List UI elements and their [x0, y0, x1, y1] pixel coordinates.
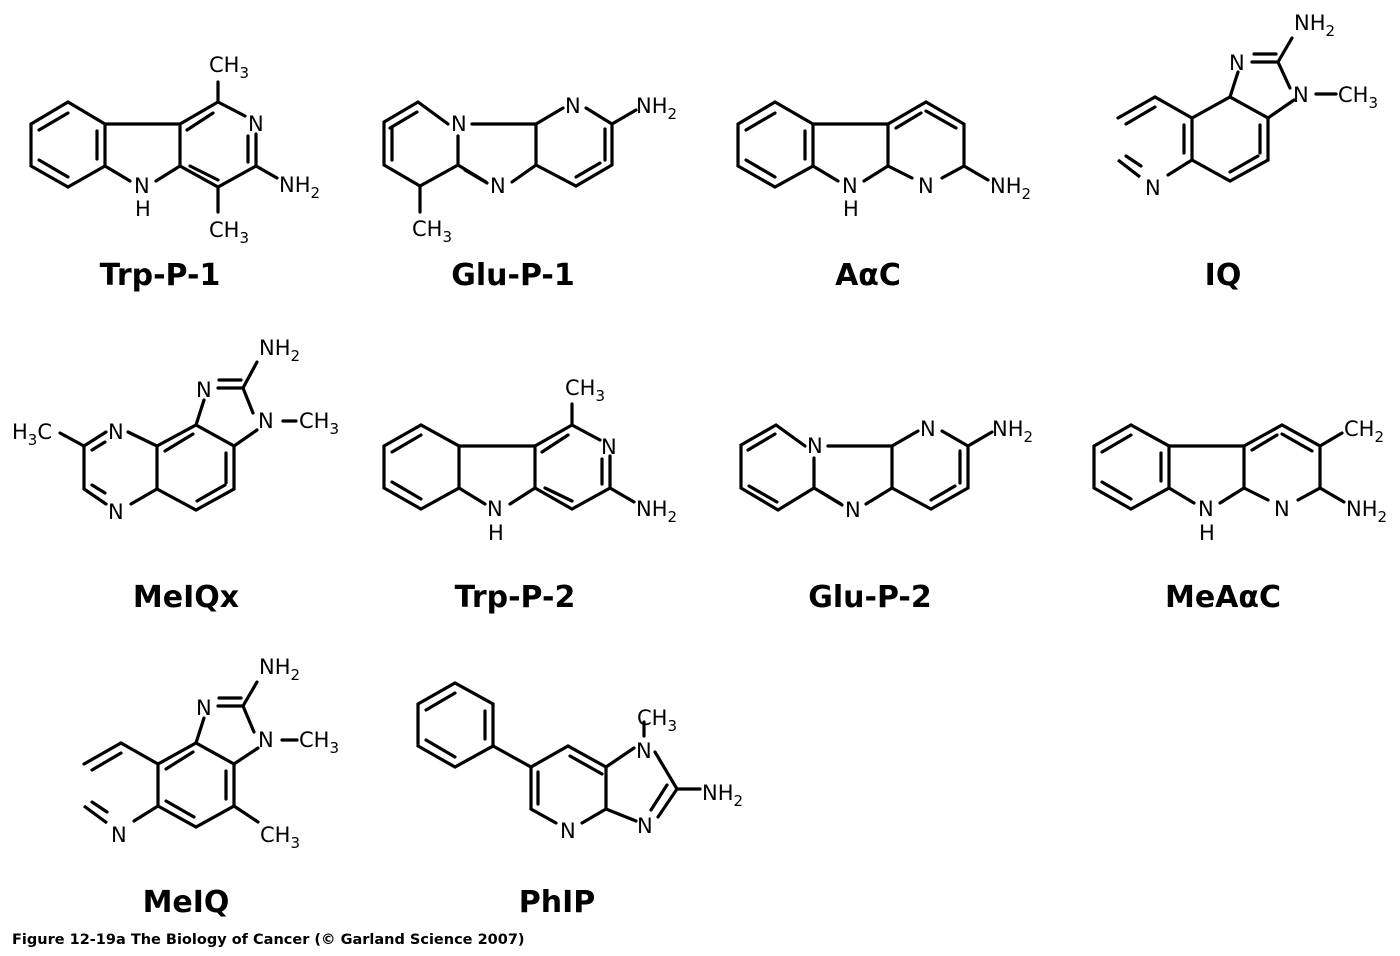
compound-phip: CH3 N NH2 N N PhIP	[416, 681, 743, 920]
label-phip-nh2: NH2	[702, 781, 743, 810]
compound-aac: N H N NH2 AαC	[736, 100, 1031, 293]
structure-trp-p-2: CH3 N NH2 N H	[382, 376, 677, 545]
label-meiqx-n-top: N	[108, 420, 124, 444]
label-iq-nh2: NH2	[1294, 11, 1335, 40]
label-iq-ch3: CH3	[1338, 83, 1378, 112]
label-meiqx-n-bottom: N	[108, 500, 124, 524]
label-meaac-h: H	[1199, 521, 1215, 545]
label-aac-n-ring: N	[918, 174, 934, 198]
label-iq-n-quinoline: N	[1145, 176, 1161, 200]
compound-name-aac: AαC	[835, 258, 901, 293]
compound-name-glu-p-1: Glu-P-1	[451, 258, 575, 293]
compound-meaac: CH2 N H N NH2 MeAαC	[1092, 417, 1387, 615]
label-meiqx-nh2: NH2	[259, 336, 300, 365]
compound-meiq: NH2 N N CH3 N CH3 MeIQ	[82, 655, 339, 920]
label-phip-ch3: CH3	[637, 706, 677, 735]
structure-meiq: NH2 N N CH3 N CH3	[82, 655, 339, 852]
label-meiqx-n-imid: N	[196, 378, 212, 402]
label-glup1-n-bridge: N	[451, 112, 467, 136]
label-trp2-ch3: CH3	[565, 376, 605, 405]
label-glup2-n-bridge: N	[807, 434, 823, 458]
label-trp2-nh: N	[487, 497, 503, 521]
label-meiq-n-quinoline: N	[111, 823, 127, 847]
label-glup1-n-bottom: N	[490, 174, 506, 198]
label-meiq-n-imid: N	[196, 696, 212, 720]
label-phip-n-imid: N	[637, 814, 653, 838]
label-trp1-n-ring: N	[248, 112, 264, 136]
structure-meaac: CH2 N H N NH2	[1092, 417, 1387, 545]
compound-name-meiq: MeIQ	[143, 885, 230, 920]
compound-name-iq: IQ	[1205, 258, 1242, 293]
label-glup1-n-top: N	[565, 94, 581, 118]
compound-iq: NH2 N N CH3 N IQ	[1116, 11, 1378, 293]
compound-trp-p-2: CH3 N NH2 N H Trp-P-2	[382, 376, 677, 615]
label-glup1-ch3: CH3	[412, 217, 452, 246]
label-phip-n-methyl: N	[636, 739, 652, 763]
label-trp1-ch3-bottom: CH3	[209, 218, 249, 247]
compound-name-glu-p-2: Glu-P-2	[808, 580, 932, 615]
label-glup2-n-bottom: N	[845, 498, 861, 522]
compound-glu-p-1: N N NH2 N CH3 Glu-P-1	[382, 94, 677, 293]
label-meiq-n-methyl: N	[258, 728, 274, 752]
compound-name-trp-p-1: Trp-P-1	[100, 258, 221, 293]
compound-name-meaac: MeAαC	[1165, 580, 1281, 615]
label-meaac-nh2: NH2	[1346, 497, 1387, 526]
compound-name-phip: PhIP	[519, 885, 596, 920]
label-glup1-nh2: NH2	[636, 94, 677, 123]
structure-glu-p-2: N N NH2 N	[739, 417, 1033, 522]
label-meiqx-h3c: H3C	[12, 420, 52, 449]
structure-iq: NH2 N N CH3 N	[1116, 11, 1378, 200]
label-meiq-ch3-methyl: CH3	[299, 728, 339, 757]
label-trp2-nh2: NH2	[636, 497, 677, 526]
structure-meiqx: NH2 N N CH3 H3C N N	[12, 336, 339, 524]
label-aac-nh: N	[842, 174, 858, 198]
compound-meiqx: NH2 N N CH3 H3C N N MeIQx	[12, 336, 339, 615]
structure-trp-p-1: CH3 N NH2 N H CH3	[29, 53, 320, 247]
label-meiqx-n-methyl: N	[258, 409, 274, 433]
figure-caption: Figure 12-19a The Biology of Cancer (© G…	[12, 932, 525, 948]
compound-trp-p-1: CH3 N NH2 N H CH3 Trp-P-1	[29, 53, 320, 293]
label-trp1-h: H	[135, 197, 151, 221]
compound-name-meiqx: MeIQx	[133, 580, 239, 615]
structure-phip: CH3 N NH2 N N	[416, 681, 743, 843]
label-phip-n-pyridine: N	[560, 819, 576, 843]
compound-name-trp-p-2: Trp-P-2	[455, 580, 576, 615]
structure-aac: N H N NH2	[736, 100, 1031, 221]
label-iq-n-top: N	[1229, 51, 1245, 75]
structure-glu-p-1: N N NH2 N CH3	[382, 94, 677, 246]
label-meiqx-ch3: CH3	[299, 409, 339, 438]
label-aac-h: H	[843, 197, 859, 221]
label-meaac-ch2: CH2	[1344, 417, 1384, 446]
label-trp2-h: H	[488, 521, 504, 545]
label-glup2-n-top: N	[920, 417, 936, 441]
label-meaac-nh: N	[1198, 497, 1214, 521]
label-trp2-n-ring: N	[601, 435, 617, 459]
compound-glu-p-2: N N NH2 N Glu-P-2	[739, 417, 1033, 615]
label-meaac-n-ring: N	[1274, 497, 1290, 521]
label-meiq-ch3-ring: CH3	[260, 823, 300, 852]
label-meiq-nh2: NH2	[259, 655, 300, 684]
label-trp1-nh2: NH2	[279, 173, 320, 202]
label-trp1-ch3-top: CH3	[209, 53, 249, 82]
label-trp1-nh: N	[134, 174, 150, 198]
label-iq-n-methyl: N	[1293, 83, 1309, 107]
label-glup2-nh2: NH2	[992, 417, 1033, 446]
label-aac-nh2: NH2	[990, 174, 1031, 203]
